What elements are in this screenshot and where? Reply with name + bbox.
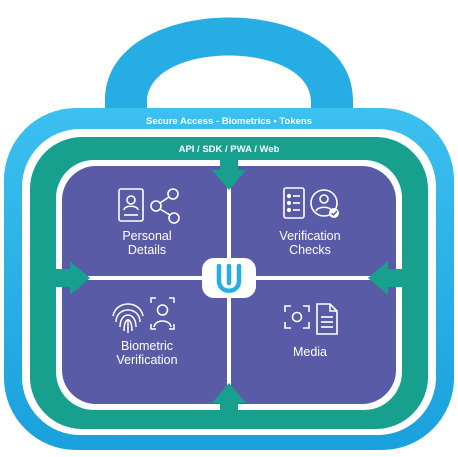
media-label: Media [293, 345, 327, 359]
camera-focus-icon [284, 305, 310, 329]
quadrant-media: Media [284, 303, 338, 359]
quadrant-personal-details: Personal Details [118, 188, 180, 257]
document-icon [316, 303, 338, 335]
lock-shackle [105, 17, 353, 142]
arrow-bottom [212, 383, 246, 420]
personal-label-line1: Personal [122, 229, 171, 243]
arrow-top [212, 150, 246, 190]
arrow-right [368, 261, 418, 295]
biometric-label-line1: Biometric [121, 339, 173, 353]
checklist-document-icon [283, 187, 305, 219]
arrow-left [40, 261, 90, 295]
share-nodes-icon [150, 188, 180, 224]
face-scan-icon [150, 297, 175, 330]
biometric-label-line2: Verification [116, 353, 177, 367]
outer-band-label: Secure Access - Biometrics • Tokens [146, 116, 312, 127]
inner-band-label: API / SDK / PWA / Web [179, 144, 280, 155]
center-logo-badge [202, 258, 256, 298]
fingerprint-icon [112, 303, 144, 333]
quadrant-verification-checks: Verification Checks [279, 187, 341, 257]
id-card-icon [118, 188, 144, 222]
u-logo-icon [216, 263, 242, 293]
verified-user-icon [310, 189, 339, 218]
verification-label-line1: Verification [279, 229, 340, 243]
verification-label-line2: Checks [289, 243, 331, 257]
personal-label-line2: Details [128, 243, 166, 257]
quadrant-biometric-verification: Biometric Verification [112, 297, 178, 367]
